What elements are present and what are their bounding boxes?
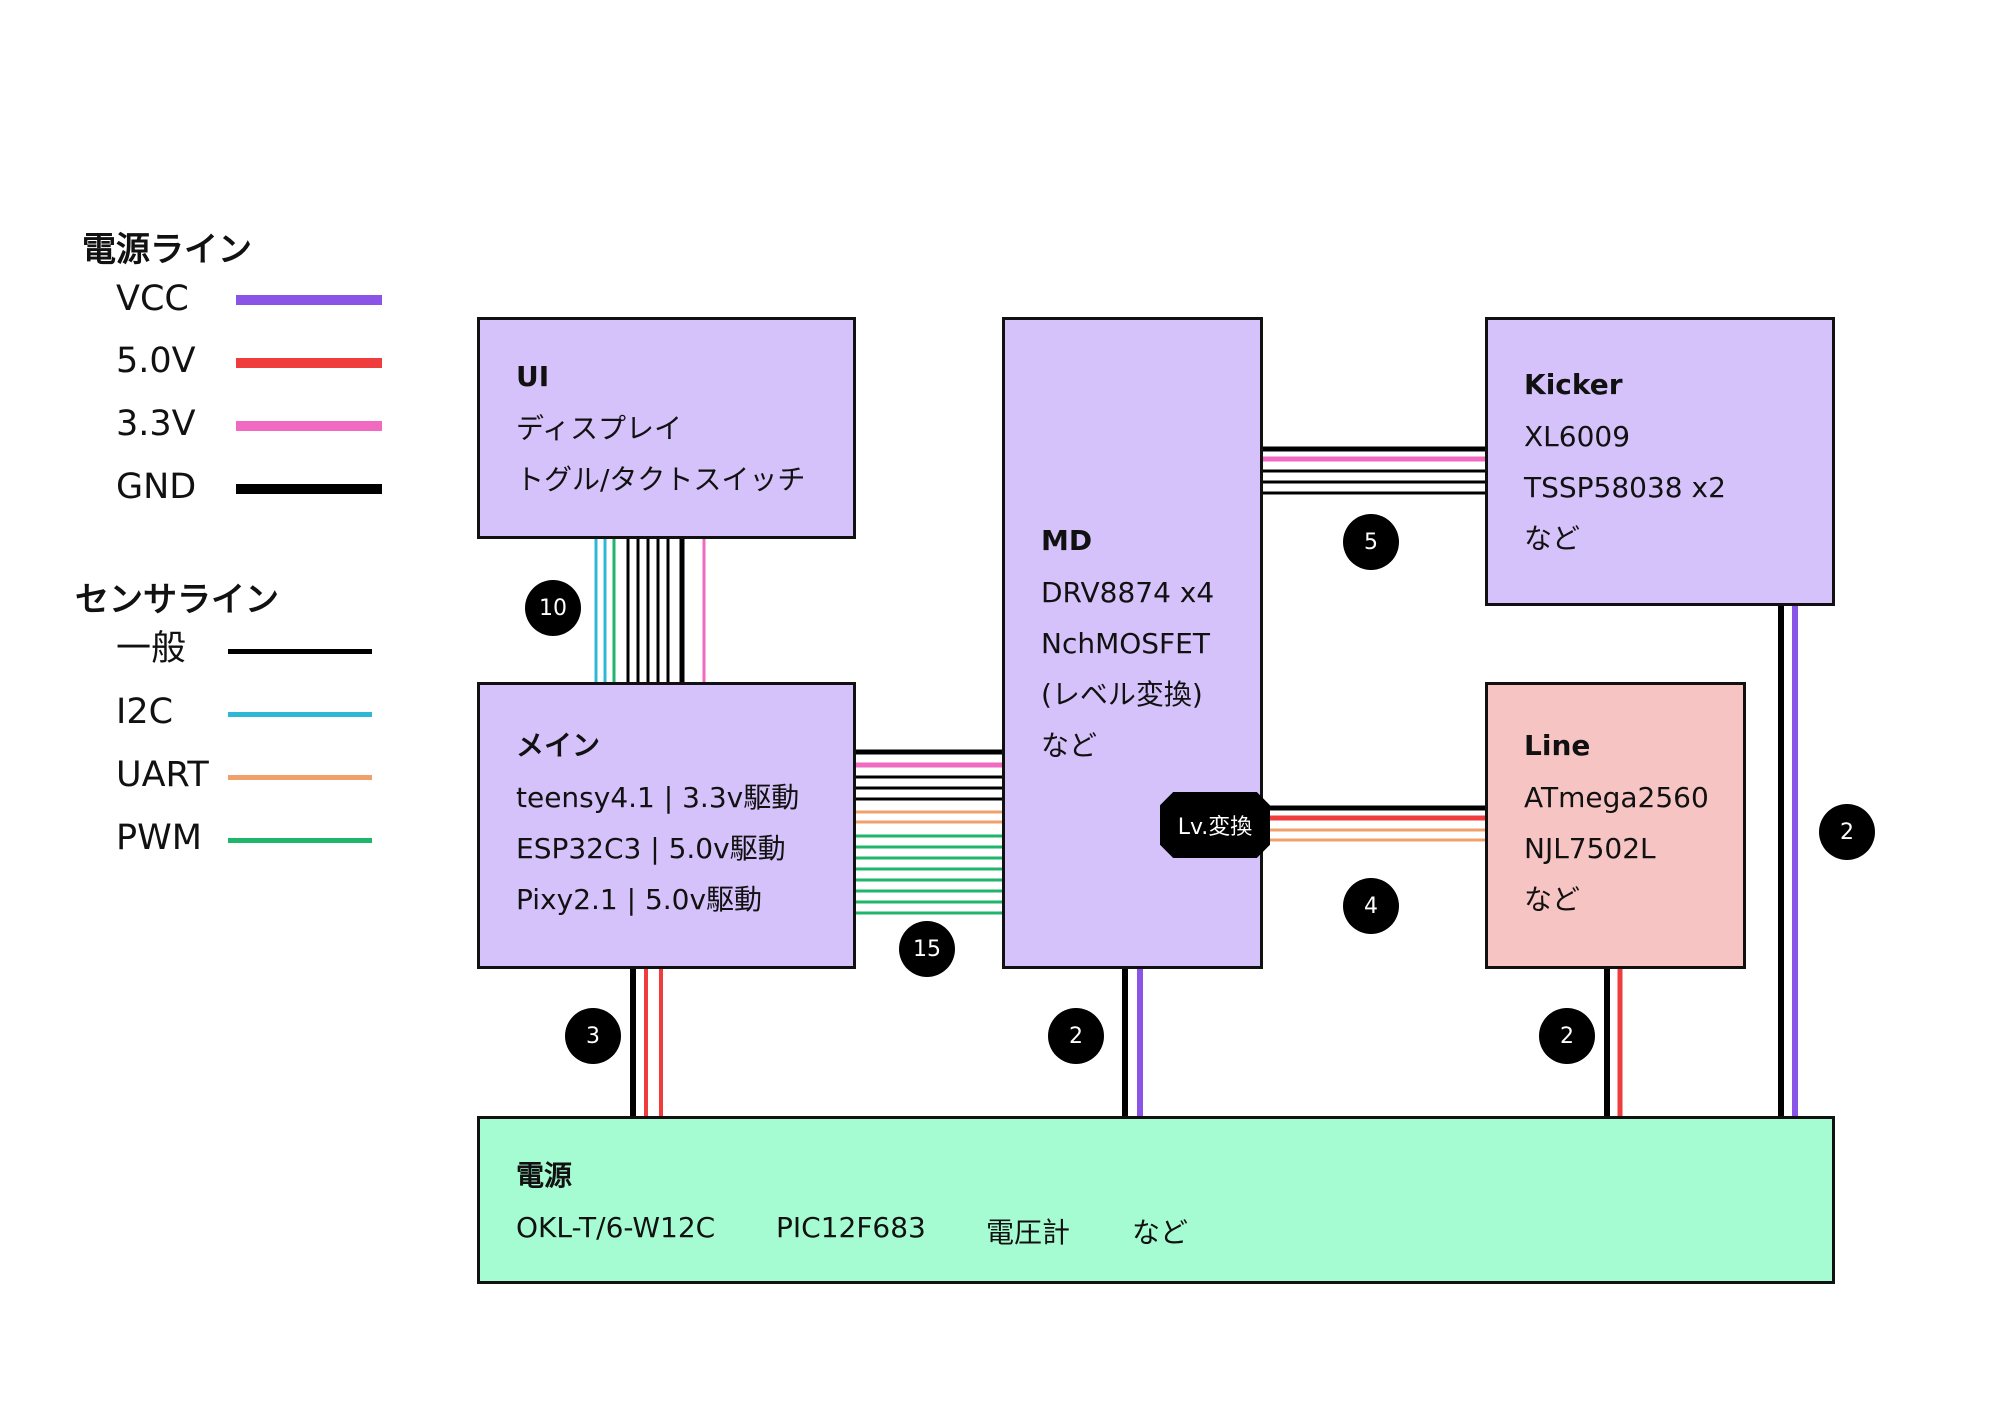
ui-block-line: トグル/タクトスイッチ — [516, 463, 806, 496]
power-item: PIC12F683 — [776, 1211, 926, 1244]
legend-vcc-label: VCC — [116, 279, 189, 319]
ui-block: UI ディスプレイ トグル/タクトスイッチ — [477, 317, 856, 539]
wire-count-badge-md-line: 4 — [1343, 878, 1399, 934]
line-block-line: など — [1524, 883, 1581, 916]
power-block-title: 電源 — [516, 1159, 573, 1192]
wire-count-badge-md-kicker: 5 — [1343, 514, 1399, 570]
line-block-line: ATmega2560 — [1524, 781, 1709, 814]
md-block-line: など — [1041, 729, 1098, 762]
legend-3v3-swatch — [236, 421, 382, 431]
power-item: 電圧計 — [986, 1216, 1071, 1249]
wire-count-badge-md-power: 2 — [1048, 1008, 1104, 1064]
md-block-title: MD — [1041, 524, 1093, 557]
legend-3v3-label: 3.3V — [116, 404, 196, 444]
legend-uart-label: UART — [116, 755, 209, 795]
power-item: など — [1132, 1216, 1189, 1249]
legend-pwm-label: PWM — [116, 818, 202, 858]
legend-general-swatch — [228, 649, 372, 654]
legend-i2c-swatch — [228, 712, 372, 717]
main-block: メイン teensy4.1 | 3.3v駆動 ESP32C3 | 5.0v駆動 … — [477, 682, 856, 969]
level-shift-tag: Lv.変換 — [1160, 792, 1270, 858]
legend-gnd-label: GND — [116, 467, 197, 507]
legend-vcc-swatch — [236, 295, 382, 305]
legend-i2c-label: I2C — [116, 692, 174, 732]
legend-general-label: 一般 — [116, 629, 187, 669]
main-block-title: メイン — [516, 729, 601, 762]
legend-5v-label: 5.0V — [116, 341, 196, 381]
wire-count-badge-main-md: 15 — [899, 921, 955, 977]
kicker-block-line: XL6009 — [1524, 420, 1631, 453]
wire-count-badge-line-power: 2 — [1539, 1008, 1595, 1064]
line-block-line: NJL7502L — [1524, 832, 1656, 865]
md-block: MD DRV8874 x4 NchMOSFET (レベル変換) など — [1002, 317, 1263, 969]
wire-count-badge-kicker-power: 2 — [1819, 804, 1875, 860]
ui-block-line: ディスプレイ — [516, 412, 683, 445]
line-block: Line ATmega2560 NJL7502L など — [1485, 682, 1746, 969]
legend-power-heading: 電源ライン — [82, 230, 252, 270]
power-block: 電源 OKL-T/6-W12C PIC12F683 電圧計 など — [477, 1116, 1835, 1284]
kicker-block-title: Kicker — [1524, 368, 1623, 401]
legend-sensor-heading: センサライン — [75, 580, 279, 620]
legend-pwm-swatch — [228, 838, 372, 843]
legend-5v-swatch — [236, 358, 382, 368]
main-block-line: teensy4.1 | 3.3v駆動 — [516, 781, 800, 814]
line-block-title: Line — [1524, 729, 1591, 762]
main-block-line: ESP32C3 | 5.0v駆動 — [516, 832, 786, 865]
md-block-line: DRV8874 x4 — [1041, 576, 1215, 609]
wire-count-badge-ui-main: 10 — [525, 580, 581, 636]
legend-gnd-swatch — [236, 484, 382, 494]
main-block-line: Pixy2.1 | 5.0v駆動 — [516, 883, 763, 916]
kicker-block-line: TSSP58038 x2 — [1524, 471, 1726, 504]
kicker-block: Kicker XL6009 TSSP58038 x2 など — [1485, 317, 1835, 606]
wire-count-badge-main-power: 3 — [565, 1008, 621, 1064]
legend-uart-swatch — [228, 775, 372, 780]
md-block-line: (レベル変換) — [1041, 678, 1203, 711]
md-block-line: NchMOSFET — [1041, 627, 1210, 660]
ui-block-title: UI — [516, 360, 550, 393]
power-item: OKL-T/6-W12C — [516, 1211, 716, 1244]
kicker-block-line: など — [1524, 522, 1581, 555]
